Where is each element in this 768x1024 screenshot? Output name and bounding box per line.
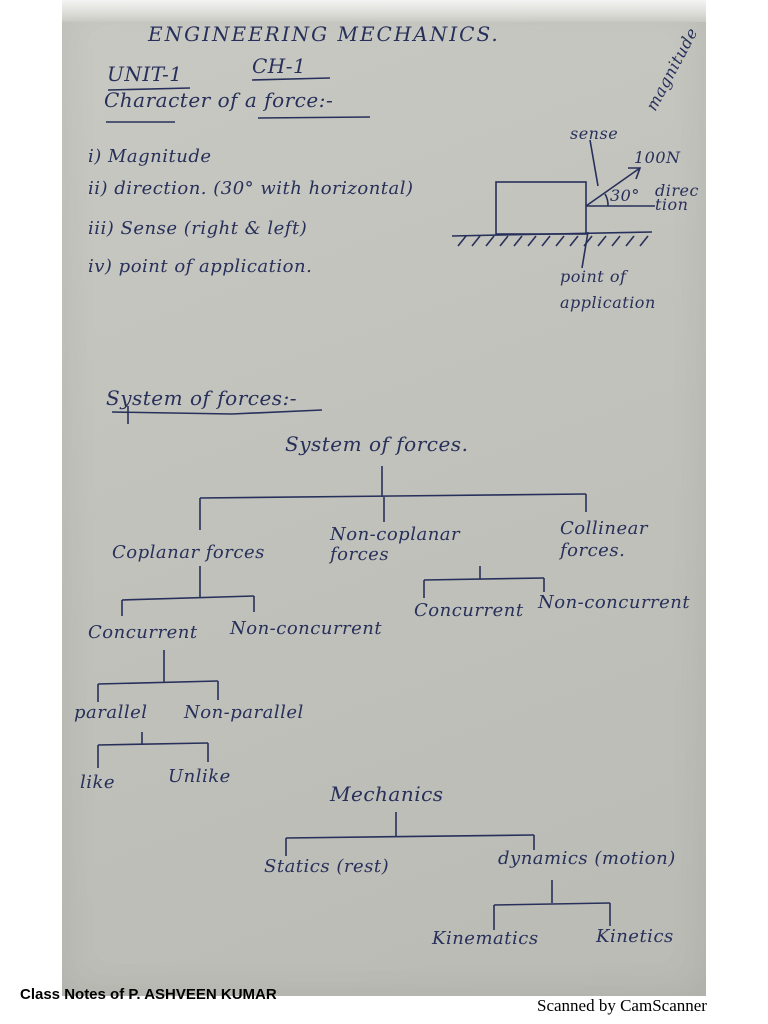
force-arrow-shaft: [585, 167, 641, 207]
figure-angle: 30°: [610, 186, 640, 205]
tree-non-parallel: Non-parallel: [184, 702, 304, 723]
figure-sense-label: sense: [570, 124, 619, 143]
tree-coplanar-concurrent: Concurrent: [88, 622, 198, 643]
tree-dynamics: dynamics (motion): [498, 848, 676, 869]
tree-coplanar: Coplanar forces: [112, 542, 265, 563]
page-top-edge: [62, 0, 706, 22]
force-arrow-head: [628, 167, 642, 180]
unit-underline: [107, 87, 191, 91]
camscanner-watermark: Scanned by CamScanner: [537, 996, 707, 1015]
chapter-label: CH-1: [252, 54, 307, 78]
mechanics-bar: [285, 834, 535, 839]
heading2-underline-a: [111, 411, 233, 415]
heading-character-of-force: Character of a force:-: [104, 88, 334, 112]
notes-title: ENGINEERING MECHANICS.: [148, 22, 500, 46]
parallel-bar: [97, 742, 209, 746]
chapter-underline: [251, 77, 331, 81]
tree-level1-bar: [199, 493, 587, 499]
tree-kinematics: Kinematics: [432, 928, 539, 949]
figure-force-value: 100N: [634, 148, 681, 167]
tree-non-coplanar: Non-coplanar forces: [330, 524, 461, 565]
block-shape: [495, 181, 587, 235]
unit-label: UNIT-1: [107, 62, 183, 86]
concurrent-bar: [97, 680, 219, 685]
tree-statics: Statics (rest): [264, 856, 390, 877]
ground-hatching: [457, 235, 649, 247]
tree-forces-root: System of forces.: [285, 432, 469, 456]
tree-noncoplanar-concurrent: Concurrent: [414, 600, 524, 621]
tree-unlike: Unlike: [168, 766, 231, 787]
characteristic-sense: iii) Sense (right & left): [88, 218, 308, 239]
noncoplanar-bar: [423, 577, 545, 581]
coplanar-bar: [121, 595, 255, 601]
tree-like: like: [80, 772, 116, 793]
figure-point-label: point of application: [560, 267, 656, 312]
tree-coplanar-non-concurrent: Non-concurrent: [230, 618, 383, 639]
tree-kinetics: Kinetics: [596, 926, 674, 947]
tree-collinear: Collinear forces.: [560, 518, 648, 561]
point-pointer: [581, 231, 589, 269]
tree-parallel: parallel: [74, 702, 148, 723]
heading1-underline-b: [257, 116, 371, 119]
heading2-underline-b: [231, 409, 323, 415]
tree-mechanics-root: Mechanics: [330, 782, 444, 806]
characteristic-direction: ii) direction. (30° with horizontal): [88, 178, 414, 199]
ground-line: [451, 231, 653, 237]
heading-system-of-forces: System of forces:-: [106, 386, 298, 410]
characteristic-magnitude: i) Magnitude: [88, 146, 212, 167]
dynamics-bar: [493, 902, 611, 906]
sense-pointer: [589, 139, 599, 187]
tree-noncoplanar-non-concurrent: Non-concurrent: [538, 592, 691, 613]
class-notes-credit: Class Notes of P. ASHVEEN KUMAR: [20, 986, 277, 1003]
figure-direction-label: direc tion: [655, 181, 699, 214]
characteristic-point-of-application: iv) point of application.: [88, 256, 313, 277]
angle-arc: [604, 193, 609, 207]
